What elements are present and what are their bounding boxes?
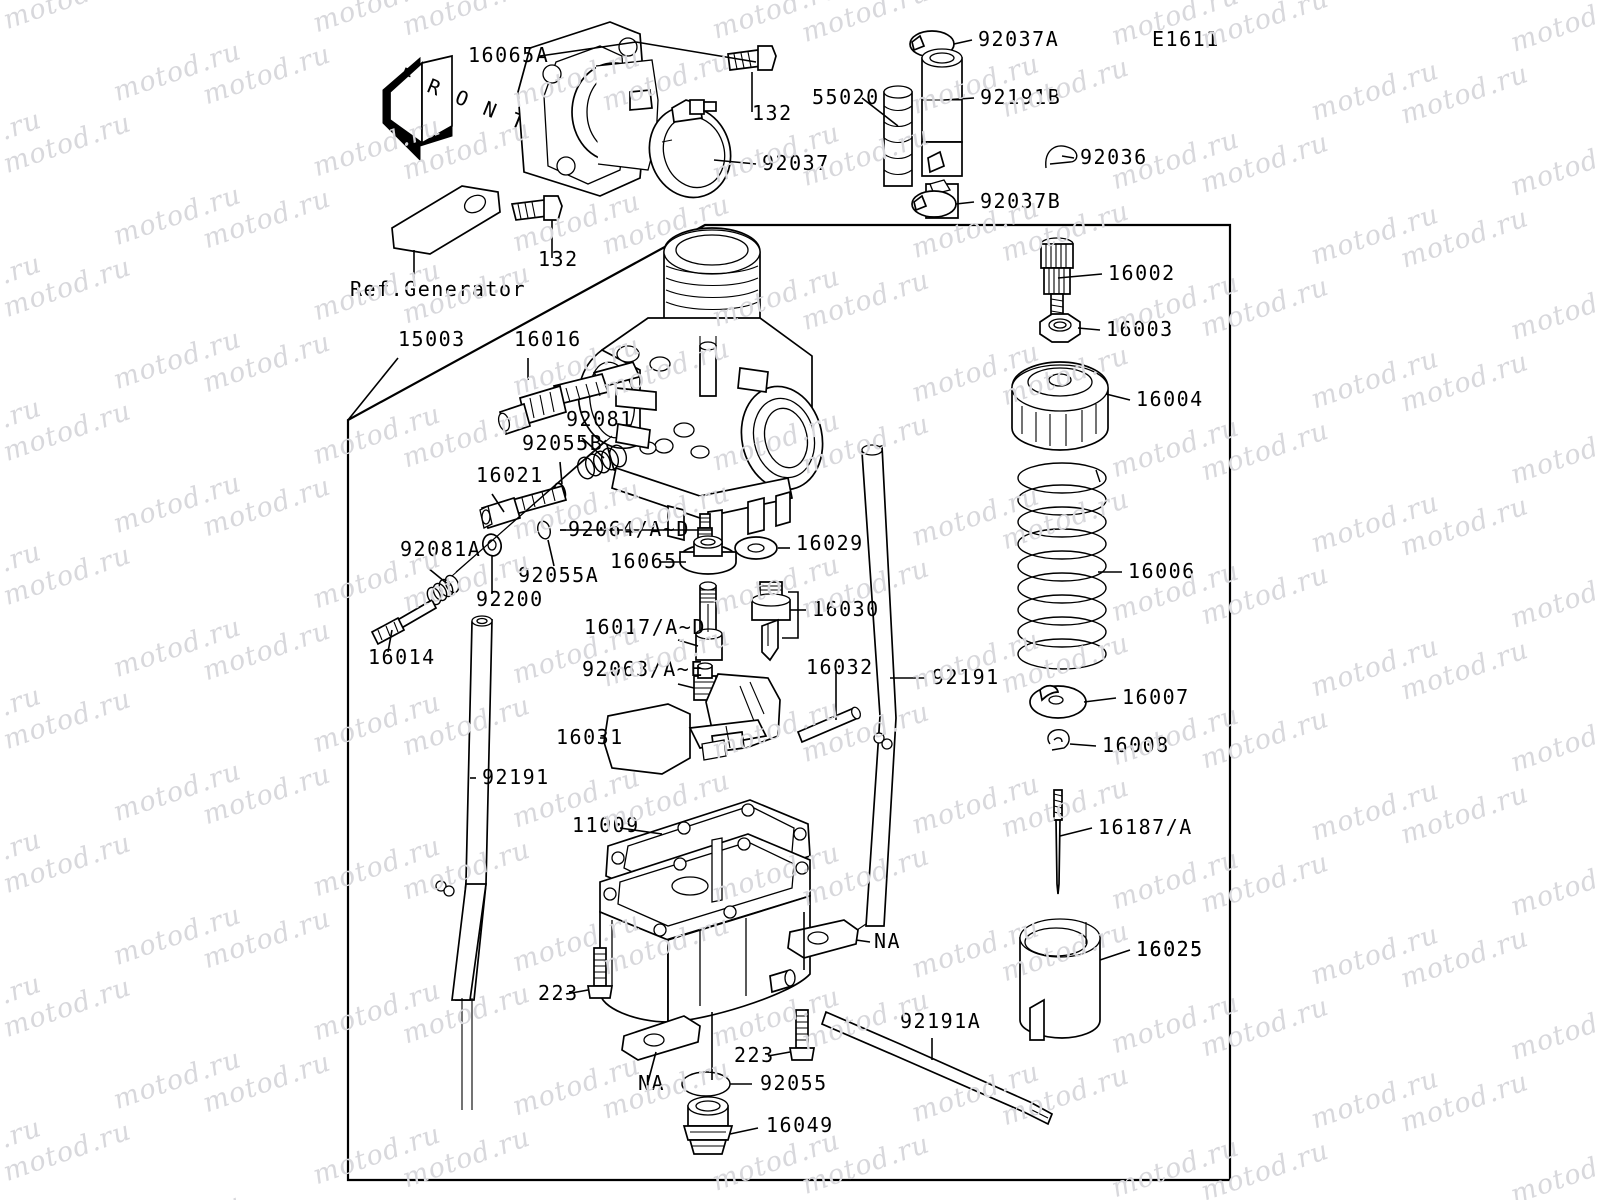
front-arrow-icon: F R O N T [382, 54, 531, 162]
part-label-adjust-screw: 16002 [1108, 261, 1176, 285]
part-label-float: 16031 [556, 725, 624, 749]
part-label-screw-throttle-stop: 16021 [476, 463, 544, 487]
part-label-spring-pilot: 92081A [400, 537, 481, 561]
screw-223-left [586, 947, 614, 999]
part-label-washer: 16029 [796, 531, 864, 555]
part-label-fuel-tube-right: 92191 [932, 665, 1000, 689]
part-label-washer-pilot: 92200 [476, 587, 544, 611]
part-label-throttle-valve-dup: 16025 [1136, 937, 1204, 961]
part-label-hose-clamp: 92037 [762, 151, 830, 175]
part-label-fuel-tube-B: 92191B [980, 85, 1061, 109]
part-label-screw-right: 223 [734, 1043, 775, 1067]
throttle-spring-92081 [576, 444, 628, 480]
throttle-stop-screw-16021 [479, 484, 568, 530]
part-label-o-ring-lower: 92037B [980, 189, 1061, 213]
washer-16029 [734, 536, 778, 560]
leader-lines [347, 39, 1131, 1135]
bolt-132-lower [510, 195, 563, 221]
needle-jet-16017 [695, 581, 723, 661]
part-label-carburetor-assembly: 15003 [398, 327, 466, 351]
part-label-screw-pilot: 16014 [368, 645, 436, 669]
pilot-spring-92081A [426, 574, 460, 606]
part-label-jet-needle: 16187/A [1098, 815, 1193, 839]
part-label-bolt-upper: 132 [752, 101, 793, 125]
part-label-needle-clip: 16008 [1102, 733, 1170, 757]
float-16031 [603, 673, 781, 775]
part-label-valve-needle: 16030 [812, 597, 880, 621]
jet-needle-16187A [1053, 789, 1063, 895]
needle-valve-16030 [751, 581, 791, 662]
spring-seat-16007 [1029, 684, 1087, 719]
screw-223-right [788, 1009, 816, 1061]
part-label-ring-clip: 92036 [1080, 145, 1148, 169]
part-label-generator-reference: Ref.Generator [350, 277, 526, 301]
cap-16004 [1011, 361, 1109, 451]
part-label-o-ring-B: 92055B [522, 431, 603, 455]
o-ring-92037B [911, 190, 957, 218]
generator-reference-part [391, 185, 501, 255]
pilot-screw-16016 [497, 361, 641, 436]
part-label-jet-pilot: 92063/A~E [582, 657, 704, 681]
o-ring-92055A [537, 520, 551, 540]
part-label-tab-left: NA [638, 1071, 665, 1095]
fuel-tube-92191A [820, 1010, 1054, 1126]
part-label-tab-right: NA [874, 929, 901, 953]
part-label-gasket-float-bowl: 11009 [572, 813, 640, 837]
part-label-holder-needle-jet: 16065 [610, 549, 678, 573]
needle-jet-holder-16065 [679, 535, 737, 575]
ring-clip-92036 [1045, 145, 1078, 169]
part-label-jet-main: 92064/A~D [568, 517, 690, 541]
float-pin-16032 [796, 706, 862, 744]
lock-nut-16003 [1039, 313, 1081, 343]
washer-92200 [481, 533, 503, 557]
part-label-screw-left: 223 [538, 981, 579, 1005]
needle-clip-16008 [1047, 729, 1070, 751]
float-bowl-assembly [599, 799, 859, 1061]
part-label-drain-plug: 16049 [766, 1113, 834, 1137]
part-label-pilot-screw: 16016 [514, 327, 582, 351]
spring-guard-55020 [883, 85, 913, 187]
o-ring-92055 [681, 1071, 731, 1097]
part-label-o-ring-upper: 92037A [978, 27, 1059, 51]
pilot-screw-16014 [370, 598, 438, 646]
part-label-spring-throttle: 92081 [566, 407, 634, 431]
fuel-tube-left-92191 [435, 615, 493, 1110]
main-frame-border [346, 223, 1232, 1182]
adjust-screw-16002 [1040, 237, 1074, 321]
part-label-bolt-lower: 132 [538, 247, 579, 271]
part-label-throttle-valve: 16025 [1136, 937, 1204, 961]
part-label-carburetor-holder: 16065A [468, 43, 549, 67]
diagram-id-code: E1611 [1152, 27, 1220, 51]
carburetor-body-15003 [577, 227, 824, 547]
carburetor-holder-16065A [517, 21, 659, 197]
part-label-o-ring-A: 92055A [518, 563, 599, 587]
part-label-o-ring-drain: 92055 [760, 1071, 828, 1095]
part-label-jet-needle-holder: 16017/A~D [584, 615, 706, 639]
part-label-cap: 16004 [1136, 387, 1204, 411]
hose-clamp-92037 [648, 99, 732, 199]
part-label-pin-float: 16032 [806, 655, 874, 679]
part-label-lock-nut: 16003 [1106, 317, 1174, 341]
part-label-throttle-valve-spring: 16006 [1128, 559, 1196, 583]
fuel-tube-right-92191 [841, 444, 897, 941]
part-label-spring-guard: 55020 [812, 85, 880, 109]
throttle-valve-spring-16006 [1017, 462, 1107, 670]
part-label-fuel-tube-left: 92191 [482, 765, 550, 789]
throttle-valve-16025 [1019, 918, 1101, 1041]
part-label-fuel-tube-A: 92191A [900, 1009, 981, 1033]
drain-plug-16049 [682, 1096, 734, 1155]
part-label-spring-seat: 16007 [1122, 685, 1190, 709]
